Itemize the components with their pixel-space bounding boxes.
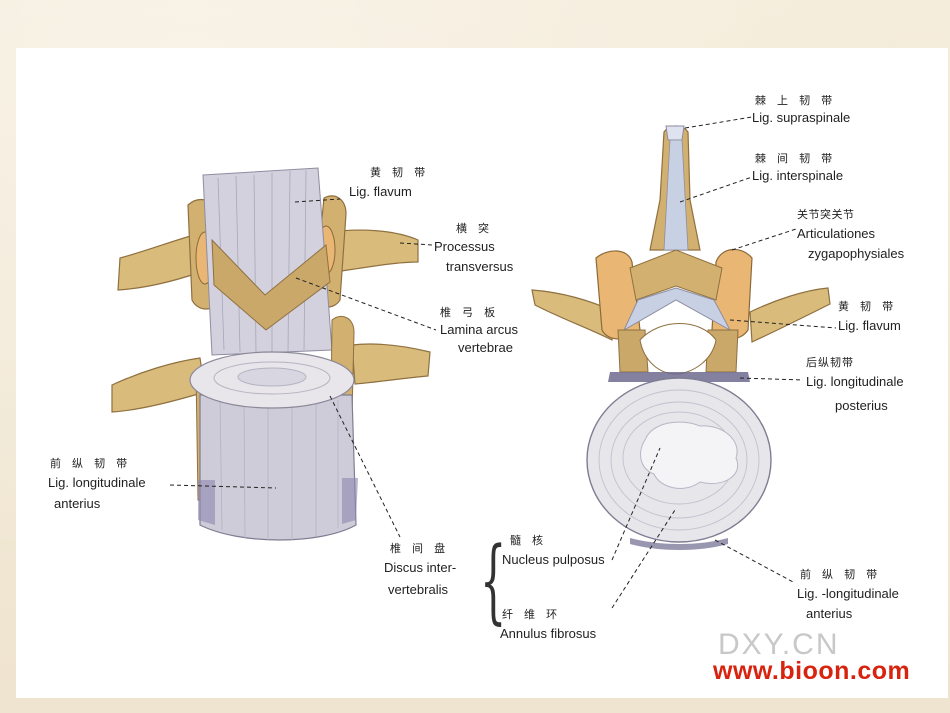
label-nucleus-zh: 髓 核 (510, 535, 548, 547)
left-upper-transverse-process-right (329, 229, 419, 273)
left-vertebra-group (111, 167, 431, 541)
label-lig-long-ant-right-en2: anterius (806, 606, 853, 621)
right-anterior-ligament-strip (630, 538, 728, 550)
label-lig-long-post-en1: Lig. longitudinale (806, 374, 904, 389)
label-supraspinale-zh: 棘 上 韧 带 (755, 95, 837, 107)
label-lamina-en2: vertebrae (458, 340, 513, 355)
label-lig-long-ant-left-zh: 前 纵 韧 带 (50, 458, 132, 470)
right-vertebral-foramen (639, 323, 717, 375)
label-interspinale-en: Lig. interspinale (752, 168, 844, 183)
label-lig-long-ant-left-en2: anterius (54, 496, 101, 511)
left-lower-transverse-process-right (351, 343, 431, 385)
right-articular-right (711, 248, 753, 340)
label-lig-long-post-en2: posterius (835, 398, 888, 413)
label-articulationes-en2: zygapophysiales (808, 246, 905, 261)
label-lig-long-post-zh: 后纵韧带 (806, 357, 854, 369)
leader-lines (169, 116, 837, 609)
label-processus-en2: transversus (446, 259, 514, 274)
label-lig-flavum-right-en: Lig. flavum (838, 318, 901, 333)
watermark-dxy: DXY.CN (718, 628, 840, 661)
label-lig-flavum-left-zh: 黄 韧 带 (370, 167, 430, 179)
right-transverse-process-right (749, 287, 831, 343)
label-nucleus-en: Nucleus pulposus (502, 552, 605, 567)
left-lamina-arcus (211, 238, 331, 331)
right-articular-left (595, 250, 641, 340)
brace-symbol: { (480, 527, 507, 634)
right-vertebra-group (531, 125, 831, 550)
label-supraspinale-en: Lig. supraspinale (752, 110, 851, 125)
label-lig-flavum-right-zh: 黄 韧 带 (838, 301, 898, 313)
right-supraspinale-cap (665, 125, 685, 141)
left-vertebral-body (199, 394, 357, 541)
right-disc-nucleus (640, 421, 739, 489)
label-annulus-en: Annulus fibrosus (500, 626, 597, 641)
label-discus-en1: Discus inter- (384, 560, 457, 575)
label-discus-en2: vertebralis (388, 582, 448, 597)
label-discus-zh: 椎 间 盘 (390, 543, 450, 555)
label-lamina-en1: Lamina arcus (440, 322, 519, 337)
label-annulus-zh: 纤 维 环 (502, 609, 562, 621)
label-lig-long-ant-right-en1: Lig. -longitudinale (797, 586, 899, 601)
label-lamina-zh: 椎 弓 板 (440, 307, 500, 319)
label-articulationes-zh: 关节突关节 (797, 209, 855, 221)
label-lig-long-ant-left-en1: Lig. longitudinale (48, 475, 146, 490)
label-lig-flavum-left-en: Lig. flavum (349, 184, 412, 199)
right-interspinale (663, 139, 689, 251)
watermark-bioon-link[interactable]: www.bioon.com (713, 657, 911, 685)
label-processus-zh: 横 突 (456, 223, 494, 235)
right-transverse-process-left (531, 289, 616, 341)
label-lig-long-ant-right-zh: 前 纵 韧 带 (800, 569, 882, 581)
right-posterior-longitudinal-ligament (608, 372, 750, 382)
right-lamina (629, 249, 723, 301)
label-articulationes-en1: Articulationes (797, 226, 876, 241)
label-interspinale-zh: 棘 间 韧 带 (755, 153, 837, 165)
label-processus-en1: Processus (434, 239, 495, 254)
